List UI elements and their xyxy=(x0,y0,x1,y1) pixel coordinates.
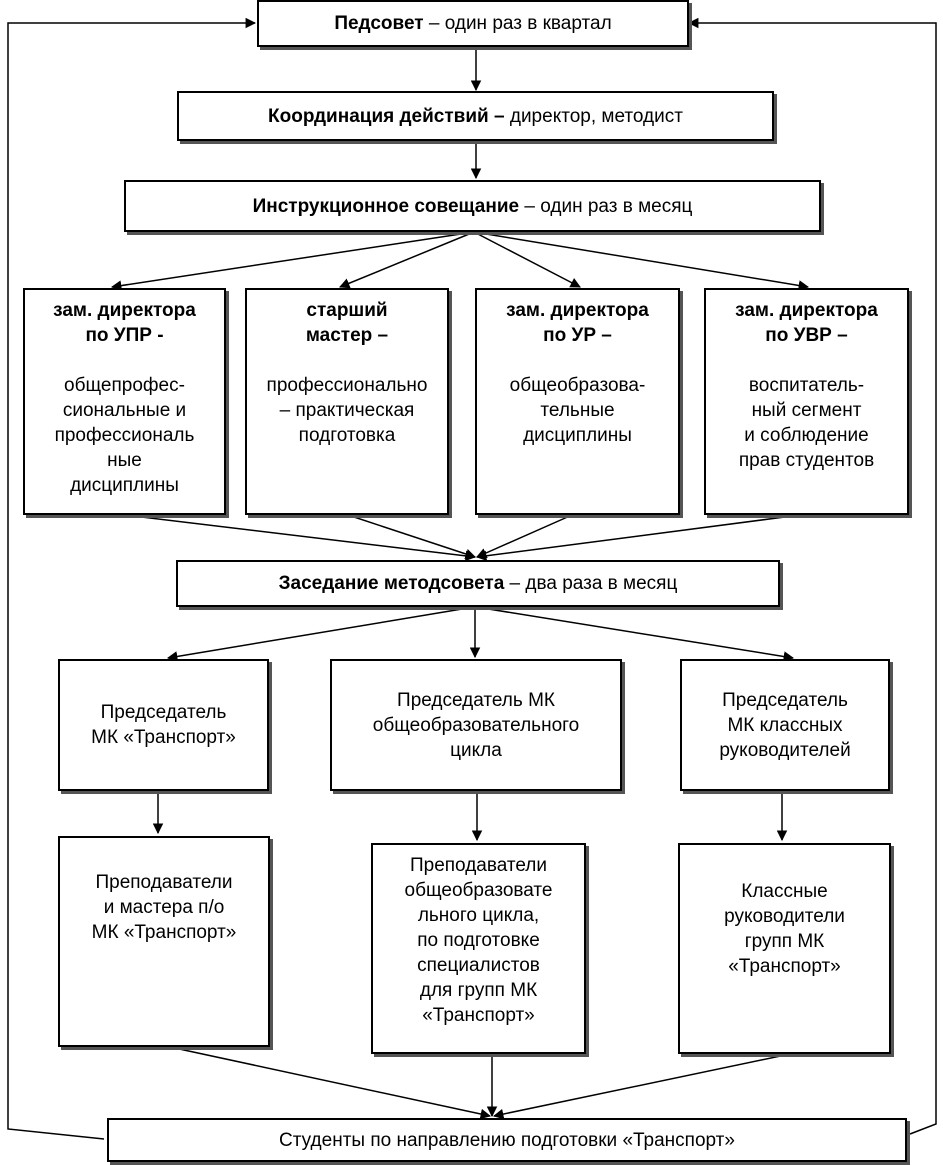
teachers-transport-text: Преподаватели xyxy=(95,872,233,893)
arrow-instruction-master xyxy=(339,231,475,289)
pedsovet-title: Педсовет xyxy=(334,13,424,34)
pedsovet-box: Педсовет – один раз в квартал xyxy=(257,0,689,47)
chair-class-box: Председатель МК классных руководителей xyxy=(680,659,890,791)
senior-master-box: старший мастер – профессионально – практ… xyxy=(245,288,449,515)
class-leaders-text: Классные xyxy=(741,881,828,902)
chair-class-text: руководителей xyxy=(719,739,851,761)
arrow-instruction-uvr xyxy=(473,231,810,291)
teachers-general-text: Преподаватели xyxy=(409,855,548,876)
arrow-master-metodsovet xyxy=(347,514,476,560)
arrow-instruction-ur xyxy=(473,231,581,288)
deputy-uvr-text: ный сегмент xyxy=(751,400,862,421)
metodsovet-box: Заседание методсовета – два раза в месяц xyxy=(176,560,780,607)
teachers-general-box: Преподаватели общеобразовате льного цикл… xyxy=(371,843,586,1054)
chair-general-box: Председатель МК общеобразовательного цик… xyxy=(330,659,622,791)
arrow-teachers-transport-students xyxy=(169,1046,492,1120)
teachers-general-text: льного цикла, xyxy=(417,905,540,926)
teachers-general-text: для групп МК xyxy=(419,980,538,1001)
teachers-general-text: общеобразовате xyxy=(404,880,553,901)
class-leaders-text: руководители xyxy=(724,906,845,927)
metodsovet-frequency: – два раза в месяц xyxy=(504,573,678,594)
deputy-uvr-box: зам. директора по УВР – воспитатель- ный… xyxy=(704,288,909,515)
senior-master-head: старший xyxy=(306,300,388,321)
coordination-title: Координация действий – xyxy=(268,105,505,127)
arrow-instruction-upr xyxy=(110,231,475,291)
arrow-upr-metodsovet xyxy=(124,514,477,562)
deputy-ur-head: по УР – xyxy=(543,325,612,346)
coordination-roles: директор, методист xyxy=(504,105,683,127)
deputy-uvr-text: воспитатель- xyxy=(748,375,865,396)
chair-general-text: Председатель МК xyxy=(397,689,555,711)
teachers-general-text: «Транспорт» xyxy=(422,1005,535,1026)
chair-class-text: МК классных xyxy=(727,714,843,736)
deputy-upr-box: зам. директора по УПР - общепрофес- сион… xyxy=(23,288,226,515)
deputy-upr-text: профессиональ xyxy=(54,425,195,446)
senior-master-text: подготовка xyxy=(298,425,396,446)
deputy-uvr-head: по УВР – xyxy=(765,325,848,346)
senior-master-text: профессионально xyxy=(266,375,428,396)
deputy-ur-text: тельные xyxy=(540,400,615,421)
deputy-upr-text: ные xyxy=(107,450,142,471)
deputy-ur-head: зам. директора xyxy=(506,300,649,321)
deputy-uvr-text: и соблюдение xyxy=(744,425,869,446)
class-leaders-text: «Транспорт» xyxy=(728,956,841,977)
coordination-box: Координация действий – директор, методис… xyxy=(177,91,774,141)
students-text: Студенты по направлению подготовки «Тран… xyxy=(279,1129,735,1151)
chair-transport-box: Председатель МК «Транспорт» xyxy=(58,659,269,791)
chair-class-text: Председатель xyxy=(722,689,848,711)
arrow-class-leaders-students xyxy=(492,1053,791,1120)
chair-transport-text: Председатель xyxy=(100,702,227,723)
instruction-box: Инструкционное совещание – один раз в ме… xyxy=(124,180,821,232)
senior-master-head: мастер – xyxy=(305,325,389,346)
deputy-uvr-head: зам. директора xyxy=(735,300,878,321)
deputy-upr-text: дисциплины xyxy=(70,475,179,496)
arrow-metodsovet-chair-transport xyxy=(166,606,475,662)
instruction-title: Инструкционное совещание xyxy=(252,195,520,217)
class-leaders-box: Классные руководители групп МК «Транспор… xyxy=(678,843,891,1054)
deputy-ur-text: общеобразова- xyxy=(509,375,646,396)
deputy-upr-text: общепрофес- xyxy=(64,375,185,396)
deputy-upr-head: зам. директора xyxy=(53,300,196,321)
teachers-transport-text: МК «Транспорт» xyxy=(91,922,237,943)
deputy-uvr-text: прав студентов xyxy=(738,450,875,471)
deputy-upr-text: сиональные и xyxy=(62,400,187,421)
teachers-general-text: по подготовке xyxy=(417,930,540,951)
deputy-ur-text: дисциплины xyxy=(523,425,632,446)
arrow-ur-metodsovet xyxy=(476,514,573,558)
arrow-uvr-metodsovet xyxy=(475,514,801,561)
deputy-upr-head: по УПР - xyxy=(85,325,164,346)
senior-master-text: – практическая xyxy=(279,400,415,421)
arrow-loop-right xyxy=(687,17,937,1135)
teachers-transport-box: Преподаватели и мастера п/о МК «Транспор… xyxy=(58,836,270,1047)
chair-general-text: цикла xyxy=(450,739,502,761)
metodsovet-title: Заседание методсовета xyxy=(278,573,505,594)
students-box: Студенты по направлению подготовки «Тран… xyxy=(107,1118,907,1162)
arrow-loop-left xyxy=(7,17,257,1140)
teachers-general-text: специалистов xyxy=(417,955,540,976)
chair-general-text: общеобразовательного xyxy=(372,714,580,736)
class-leaders-text: групп МК xyxy=(744,931,825,952)
arrow-metodsovet-chair-class xyxy=(475,606,795,662)
deputy-ur-box: зам. директора по УР – общеобразова- тел… xyxy=(475,288,680,515)
instruction-frequency: – один раз в месяц xyxy=(519,195,693,217)
pedsovet-frequency: – один раз в квартал xyxy=(423,13,612,34)
teachers-transport-text: и мастера п/о xyxy=(103,897,225,918)
chair-transport-text: МК «Транспорт» xyxy=(91,727,236,748)
